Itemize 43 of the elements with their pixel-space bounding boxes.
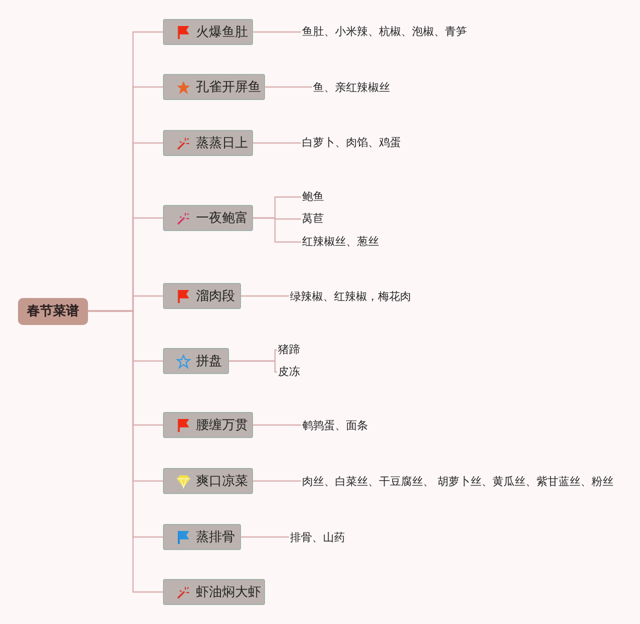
topic-box <box>163 348 229 374</box>
connector-line <box>253 424 301 426</box>
connector-line <box>241 295 289 297</box>
topic-label: 蒸排骨 <box>196 529 235 546</box>
topic-label: 孔雀开屏鱼 <box>196 79 261 96</box>
ingredient-text: 红辣椒丝、葱丝 <box>302 234 379 250</box>
topic-box <box>163 468 253 494</box>
connector-line <box>253 142 301 144</box>
ingredient-text: 鲍鱼 <box>302 189 324 205</box>
root-box: 春节菜谱 <box>18 298 88 324</box>
topic-box <box>163 283 241 309</box>
topic-box <box>163 412 253 438</box>
ingredient-text: 皮冻 <box>278 364 300 380</box>
ingredient-text: 绿辣椒、红辣椒，梅花肉 <box>290 289 411 305</box>
topic-box <box>163 74 265 100</box>
ingredient-text: 排骨、山药 <box>290 530 345 546</box>
connector-line <box>229 360 277 373</box>
topic-label: 一夜鲍富 <box>196 210 248 227</box>
topic-box <box>163 579 265 605</box>
connector-line <box>88 310 163 593</box>
connector-line <box>253 480 301 482</box>
ingredient-text: 肉丝、白菜丝、干豆腐丝、 胡萝卜丝、黄瓜丝、紫甘蓝丝、粉丝 <box>302 474 614 490</box>
topic-label: 虾油焖大虾 <box>196 584 261 601</box>
ingredient-text: 鱼肚、小米辣、杭椒、泡椒、青笋 <box>302 24 467 40</box>
ingredient-text: 白萝卜、肉馅、鸡蛋 <box>302 135 401 151</box>
ingredient-text: 莴苣 <box>302 211 324 227</box>
topic-label: 腰缠万贯 <box>196 417 248 434</box>
ingredient-text: 鹌鹑蛋、面条 <box>302 418 368 434</box>
topic-label: 蒸蒸日上 <box>196 135 248 152</box>
connector-line <box>253 217 301 243</box>
topic-box <box>163 130 253 156</box>
connector-line <box>253 31 301 33</box>
topic-label: 火爆鱼肚 <box>196 24 248 41</box>
topic-box <box>163 205 253 231</box>
topic-box <box>163 19 253 45</box>
ingredient-text: 鱼、亲红辣椒丝 <box>313 80 390 96</box>
connector-line <box>241 536 289 538</box>
ingredient-text: 猪蹄 <box>278 342 300 358</box>
topic-label: 爽口凉菜 <box>196 473 248 490</box>
connector-line <box>265 86 312 88</box>
topic-label: 溜肉段 <box>196 288 235 305</box>
topic-box <box>163 524 241 550</box>
topic-label: 拼盘 <box>196 353 222 370</box>
